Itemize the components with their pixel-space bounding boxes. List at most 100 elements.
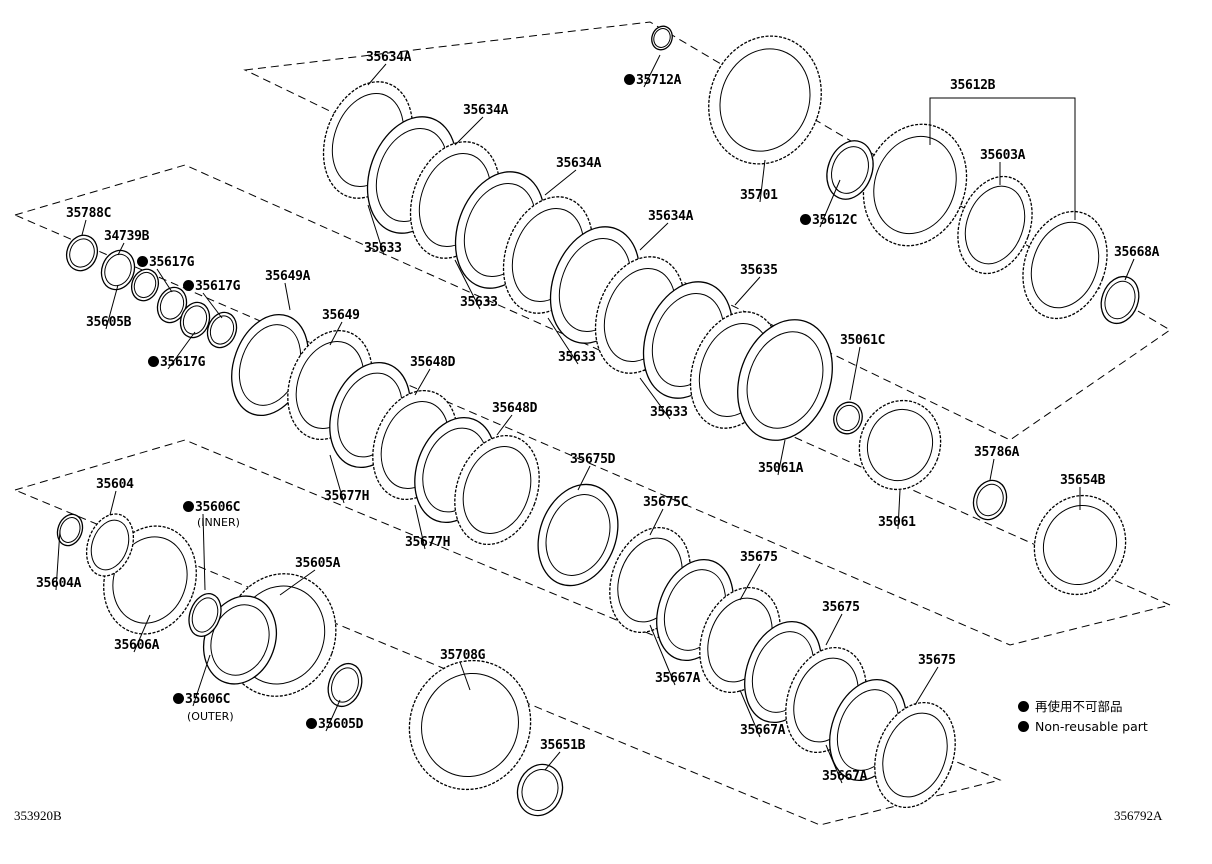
part-callout-35786A[interactable]: 35786A [974, 445, 1019, 460]
washer-inner [653, 28, 671, 48]
washer-inner [182, 305, 208, 335]
drum-hub [408, 659, 532, 791]
part-callout-35677H[interactable]: 35677H [324, 489, 369, 504]
leader-line [459, 661, 471, 691]
leader-line [202, 513, 206, 591]
part-number: 35635 [740, 263, 778, 278]
part-callout-35606C[interactable]: 35606C [173, 692, 230, 707]
non-reusable-marker-icon [306, 718, 317, 729]
leader-line [989, 458, 995, 481]
leader-line [279, 569, 316, 596]
leader-line [577, 465, 591, 491]
part-callout-35603A[interactable]: 35603A [980, 148, 1025, 163]
leader-line [329, 454, 345, 504]
non-reusable-marker-icon [800, 214, 811, 225]
part-number: 35061A [758, 461, 804, 476]
part-callout-35675[interactable]: 35675 [822, 600, 860, 615]
part-callout-35654B[interactable]: 35654B [1060, 473, 1105, 488]
leader-line [367, 204, 385, 256]
part-callout-35617G[interactable]: 35617G [137, 255, 194, 270]
part-number: 35677H [405, 535, 451, 550]
leader-line [329, 321, 343, 346]
o-ring-inner [831, 146, 869, 194]
drum-hub-inner [1030, 221, 1100, 309]
drum-hub [1033, 494, 1127, 596]
part-number: 34739B [104, 229, 150, 244]
part-callout-35649[interactable]: 35649 [322, 308, 360, 323]
part-callout-35606C[interactable]: 35606C [183, 500, 240, 515]
part-callout-35617G[interactable]: 35617G [183, 279, 240, 294]
part-callout-35648D[interactable]: 35648D [492, 401, 537, 416]
part-callout-35606A[interactable]: 35606A [114, 638, 159, 653]
leader-line [192, 654, 211, 707]
leader-line [325, 699, 341, 732]
part-number: 35675 [740, 550, 778, 565]
filled-circle-icon [1018, 701, 1029, 712]
part-callout-35604A[interactable]: 35604A [36, 576, 81, 591]
non-reusable-marker-icon [148, 356, 159, 367]
washer [65, 234, 99, 272]
part-callout-35612B[interactable]: 35612B [950, 78, 995, 93]
washer [833, 401, 863, 435]
part-number: 35667A [740, 723, 786, 738]
non-reusable-marker-icon [183, 501, 194, 512]
part-number: 35604A [36, 576, 82, 591]
part-callout-35675D[interactable]: 35675D [570, 452, 615, 467]
part-callout-35061[interactable]: 35061 [878, 515, 916, 530]
leader-line [544, 751, 561, 771]
drum-hub-inner [1043, 504, 1117, 586]
part-number: 35633 [364, 241, 402, 256]
part-number: 35668A [1114, 245, 1160, 260]
part-callout-35633[interactable]: 35633 [558, 350, 596, 365]
part-callout-35677H[interactable]: 35677H [405, 535, 450, 550]
part-callout-35675C[interactable]: 35675C [643, 495, 688, 510]
part-callout-35667A[interactable]: 35667A [822, 769, 867, 784]
part-callout-35712A[interactable]: 35712A [624, 73, 681, 88]
part-callout-35648D[interactable]: 35648D [410, 355, 455, 370]
part-callout-35605A[interactable]: 35605A [295, 556, 340, 571]
part-callout-35633[interactable]: 35633 [650, 405, 688, 420]
part-callout-35061C[interactable]: 35061C [840, 333, 885, 348]
part-callout-35617G[interactable]: 35617G [148, 355, 205, 370]
part-number: 35648D [492, 401, 538, 416]
part-callout-35634A[interactable]: 35634A [463, 103, 508, 118]
part-callout-35667A[interactable]: 35667A [740, 723, 785, 738]
assembly-group-outline [13, 164, 1172, 646]
part-number: 35634A [463, 103, 509, 118]
drum-hub [858, 399, 942, 491]
part-callout-35605D[interactable]: 35605D [306, 717, 363, 732]
part-callout-35675[interactable]: 35675 [918, 653, 956, 668]
part-callout-35634A[interactable]: 35634A [648, 209, 693, 224]
part-callout-35675[interactable]: 35675 [740, 550, 778, 565]
part-callout-35701[interactable]: 35701 [740, 188, 778, 203]
part-callout-35634A[interactable]: 35634A [556, 156, 601, 171]
part-number: 35617G [160, 355, 206, 370]
part-callout-35612C[interactable]: 35612C [800, 213, 857, 228]
part-callout-35634A[interactable]: 35634A [366, 50, 411, 65]
part-callout-35604[interactable]: 35604 [96, 477, 134, 492]
part-callout-35668A[interactable]: 35668A [1114, 245, 1159, 260]
part-callout-35708G[interactable]: 35708G [440, 648, 485, 663]
part-number: 35675D [570, 452, 616, 467]
part-callout-35633[interactable]: 35633 [460, 295, 498, 310]
legend-en-text: Non-reusable part [1035, 719, 1148, 734]
clutch-disc-inner [462, 446, 532, 534]
drum-hub-inner [719, 48, 811, 152]
part-callout-35061A[interactable]: 35061A [758, 461, 803, 476]
washer [100, 249, 136, 291]
part-callout-35605B[interactable]: 35605B [86, 315, 131, 330]
part-callout-35788C[interactable]: 35788C [66, 206, 111, 221]
part-callout-34739B[interactable]: 34739B [104, 229, 149, 244]
filled-circle-icon [1018, 721, 1029, 732]
part-callout-35651B[interactable]: 35651B [540, 738, 585, 753]
part-number: 35604 [96, 477, 134, 492]
part-number: 35701 [740, 188, 778, 203]
part-callout-35667A[interactable]: 35667A [655, 671, 700, 686]
leader-bracket [929, 97, 1076, 220]
part-callout-35633[interactable]: 35633 [364, 241, 402, 256]
leader-line [454, 116, 484, 146]
part-callout-35635[interactable]: 35635 [740, 263, 778, 278]
part-callout-35649A[interactable]: 35649A [265, 269, 310, 284]
part-number: 35612B [950, 78, 996, 93]
